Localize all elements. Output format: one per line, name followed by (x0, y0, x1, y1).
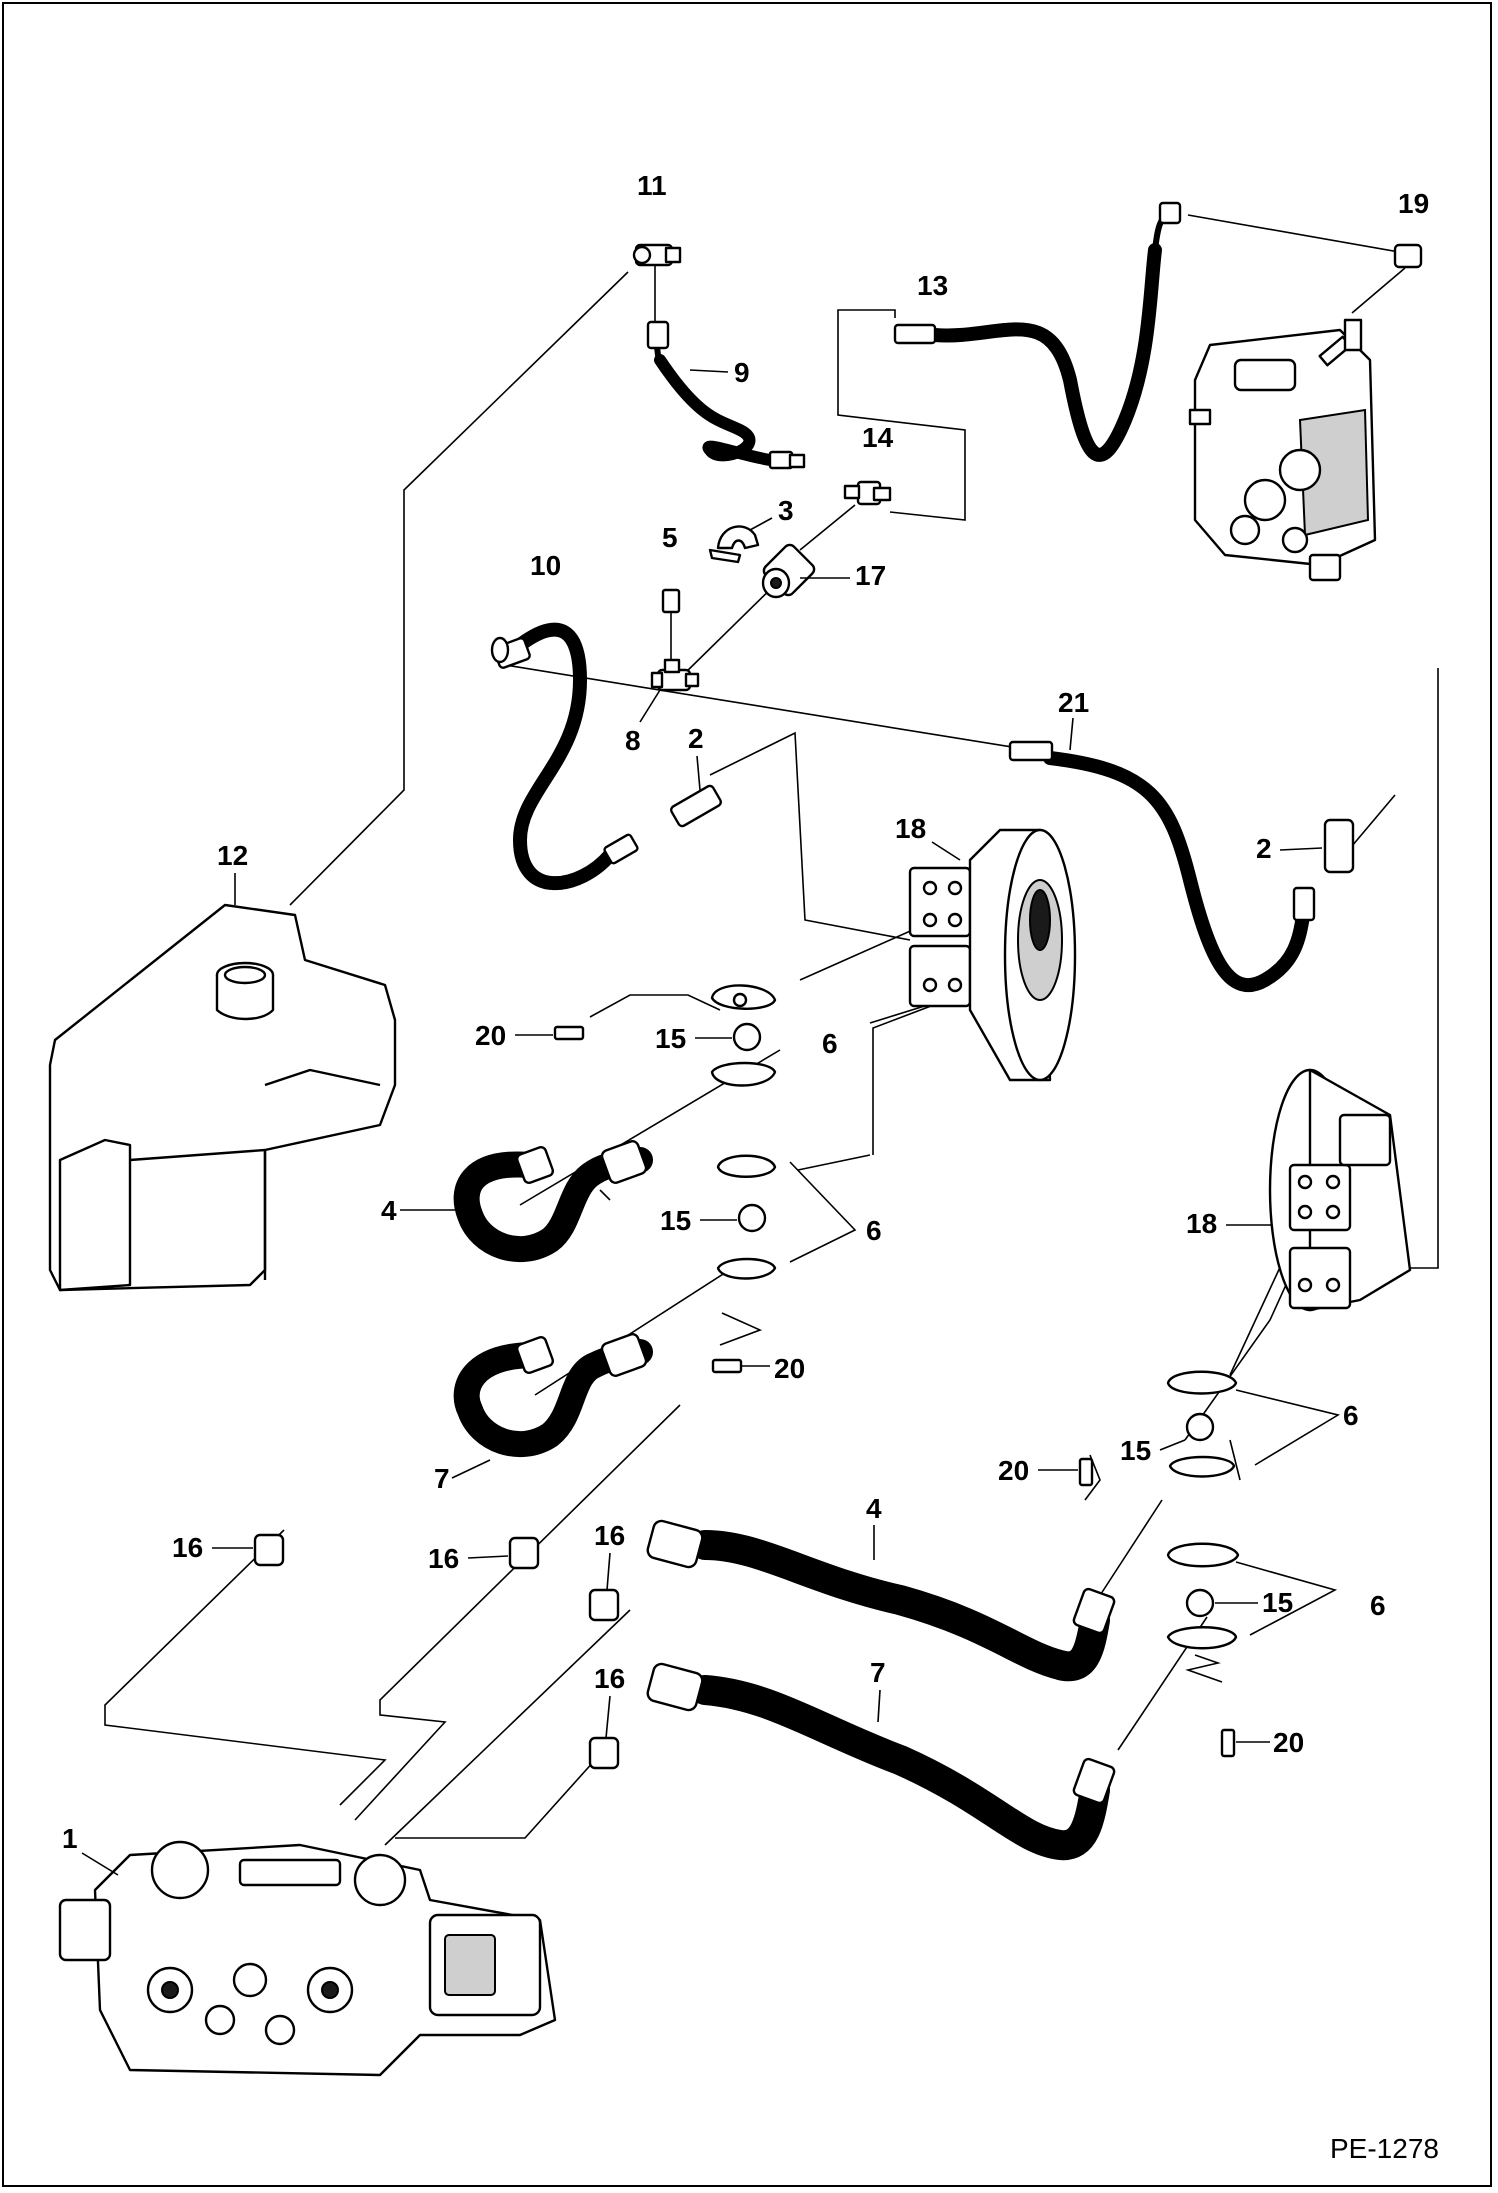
callout-20: 20 (475, 1020, 506, 1051)
callout-6: 6 (1343, 1400, 1359, 1431)
callout-13: 13 (917, 270, 948, 301)
wheel-motor-18-upper (908, 828, 1077, 1082)
flange-set-middle (711, 1154, 777, 1374)
adapter-2-right (1292, 818, 1355, 922)
bolt-20 (1078, 1457, 1094, 1487)
o-ring-15 (732, 1022, 762, 1052)
callout-7: 7 (870, 1657, 886, 1688)
flange-set-upper (553, 984, 777, 1087)
callout-20: 20 (1273, 1727, 1304, 1758)
callout-6: 6 (822, 1028, 838, 1059)
hose-fittings (515, 1140, 1116, 1805)
hose-13 (928, 243, 1162, 462)
callout-15: 15 (1120, 1435, 1151, 1466)
callout-2: 2 (688, 723, 704, 754)
hose-4-lower (690, 1530, 1110, 1682)
callout-15: 15 (1262, 1587, 1293, 1618)
callout-6: 6 (866, 1215, 882, 1246)
callout-8: 8 (625, 725, 641, 756)
callout-18: 18 (895, 813, 926, 844)
callout-10: 10 (530, 550, 561, 581)
callout-18: 18 (1186, 1208, 1217, 1239)
callout-labels: 11 19 13 9 14 3 5 17 10 8 2 21 18 2 12 2… (62, 170, 1429, 1876)
wheel-motor-18-lower (1268, 1068, 1412, 1312)
callout-3: 3 (778, 495, 794, 526)
drawing-code: PE-1278 (1330, 2133, 1439, 2164)
callout-4: 4 (381, 1195, 397, 1226)
bolt-20 (553, 1025, 585, 1041)
bolt-20 (711, 1358, 743, 1374)
hose-4-upper (453, 1147, 653, 1262)
o-ring-15 (737, 1203, 767, 1233)
hose-end-21 (1008, 740, 1054, 762)
callout-16: 16 (594, 1663, 625, 1694)
hydrostatic-pump-1 (58, 1840, 557, 2077)
callout-9: 9 (734, 357, 750, 388)
flange-set-right-b (1166, 1542, 1240, 1758)
callout-2: 2 (1256, 833, 1272, 864)
flange-set-right-a (1078, 1370, 1238, 1487)
cap-5 (661, 588, 681, 614)
elbow-fitting-10 (490, 636, 531, 669)
fittings-16 (253, 1533, 620, 1770)
callout-1: 1 (62, 1823, 78, 1854)
callout-19: 19 (1398, 188, 1429, 219)
cylinder-17 (761, 543, 816, 599)
callout-5: 5 (662, 522, 678, 553)
callout-21: 21 (1058, 687, 1089, 718)
callout-20: 20 (998, 1455, 1029, 1486)
o-ring-15 (1185, 1588, 1215, 1618)
callout-12: 12 (217, 840, 248, 871)
callout-16: 16 (172, 1532, 203, 1563)
tee-fitting-14 (843, 480, 892, 506)
tee-fitting-8 (650, 658, 700, 692)
callout-14: 14 (862, 422, 894, 453)
callout-6: 6 (1370, 1590, 1386, 1621)
hose-end-13 (893, 323, 937, 345)
control-valve-assembly (1188, 318, 1377, 582)
bolt-20 (1220, 1728, 1236, 1758)
hose-10 (513, 622, 617, 891)
hose-7-middle (453, 1339, 653, 1457)
callout-20: 20 (774, 1353, 805, 1384)
callout-16: 16 (428, 1543, 459, 1574)
callout-7: 7 (434, 1463, 450, 1494)
callout-17: 17 (855, 560, 886, 591)
callout-15: 15 (660, 1205, 691, 1236)
fitting-19 (1393, 243, 1423, 269)
parts (48, 201, 1423, 2077)
o-ring-15 (1185, 1412, 1215, 1442)
callout-4: 4 (866, 1493, 882, 1524)
callout-11: 11 (637, 170, 667, 201)
callout-16: 16 (594, 1520, 625, 1551)
callout-15: 15 (655, 1023, 686, 1054)
clamp-3 (716, 525, 760, 550)
hose-end-9 (646, 320, 670, 350)
hose-21 (1043, 751, 1312, 993)
hose-7-lower (690, 1675, 1110, 1861)
hose-9 (654, 354, 776, 466)
hydraulic-tank-12 (48, 903, 397, 1292)
adapter-2-left (669, 784, 723, 828)
elbow-fitting-11 (632, 243, 682, 267)
